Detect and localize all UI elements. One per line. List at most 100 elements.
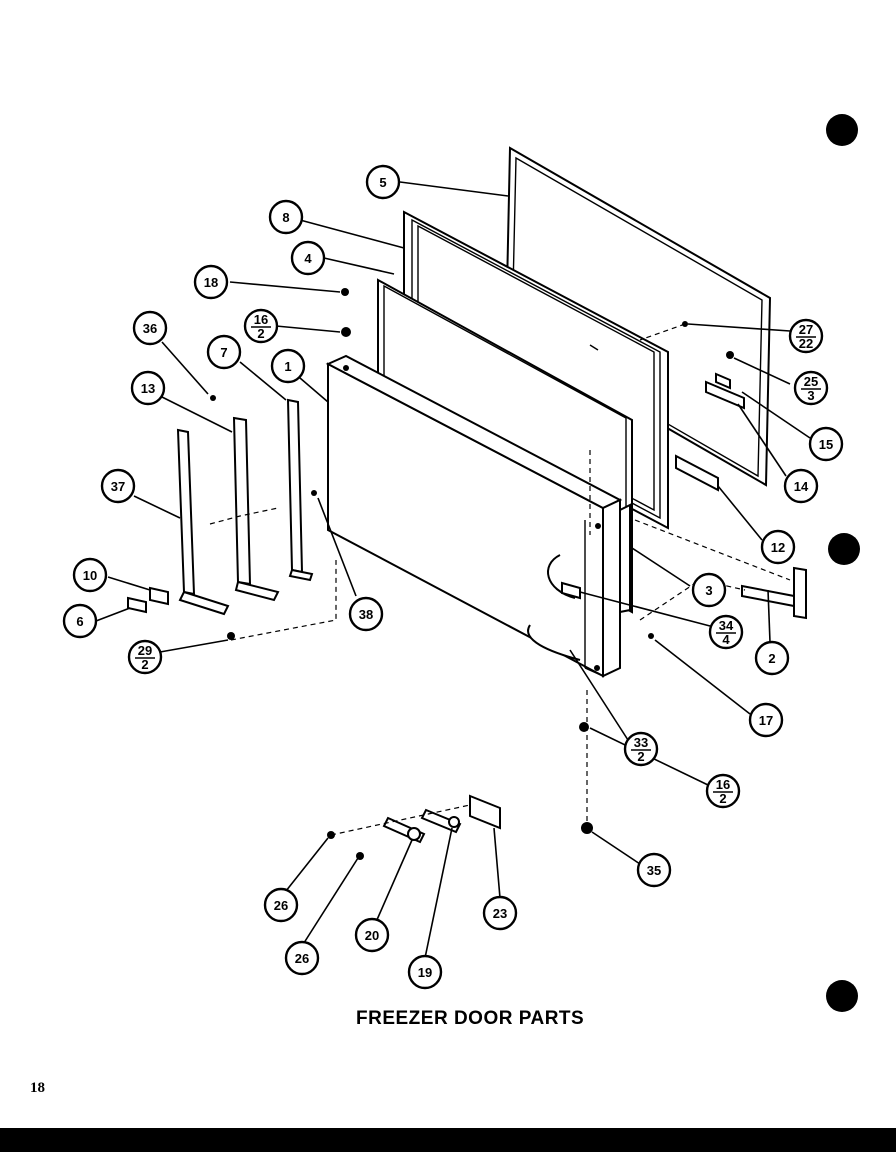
callout-number: 18 bbox=[204, 275, 218, 290]
callout-circle bbox=[783, 468, 819, 504]
callout-circle bbox=[748, 702, 784, 738]
callout-15: 15 bbox=[808, 426, 844, 462]
callout-34-4: 344 bbox=[708, 614, 744, 650]
callout-8: 8 bbox=[268, 199, 304, 235]
callout-7: 7 bbox=[206, 334, 242, 370]
callout-number: 13 bbox=[141, 381, 155, 396]
callout-20: 20 bbox=[354, 917, 390, 953]
leader-lines bbox=[95, 181, 811, 959]
page-number: 18 bbox=[30, 1080, 45, 1096]
callout-circle bbox=[284, 940, 320, 976]
callout-number: 36 bbox=[143, 321, 157, 336]
callout-circle bbox=[62, 603, 98, 639]
callout-circle bbox=[754, 640, 790, 676]
callout-circle bbox=[793, 370, 829, 406]
callout-number: 19 bbox=[418, 965, 432, 980]
callout-circle bbox=[130, 370, 166, 406]
callout-number: 17 bbox=[759, 713, 773, 728]
part-insert-6 bbox=[127, 596, 147, 614]
callout-circle bbox=[206, 334, 242, 370]
callout-circle bbox=[760, 529, 796, 565]
callout-25-3: 253 bbox=[793, 370, 829, 406]
callout-circle bbox=[132, 310, 168, 346]
callout-circle bbox=[407, 954, 443, 990]
callout-number: 26 bbox=[295, 951, 309, 966]
callout-number: 37 bbox=[111, 479, 125, 494]
callout-14: 14 bbox=[783, 468, 819, 504]
callout-number-bottom: 2 bbox=[719, 791, 726, 806]
callout-6: 6 bbox=[62, 603, 98, 639]
callout-number-top: 29 bbox=[138, 643, 152, 658]
callout-number-top: 33 bbox=[634, 735, 648, 750]
callout-26: 26 bbox=[284, 940, 320, 976]
binder-hole-top bbox=[826, 114, 858, 146]
callout-37: 37 bbox=[100, 468, 136, 504]
callout-number: 12 bbox=[771, 540, 785, 555]
callout-number: 4 bbox=[304, 251, 312, 266]
callout-19: 19 bbox=[407, 954, 443, 990]
part-side-bracket bbox=[619, 503, 631, 614]
callout-circle bbox=[270, 348, 306, 384]
callout-23: 23 bbox=[482, 895, 518, 931]
callout-number-top: 25 bbox=[804, 374, 818, 389]
callout-number-bottom: 2 bbox=[141, 657, 148, 672]
part-side-strap-37 bbox=[176, 428, 230, 616]
callout-3: 3 bbox=[691, 572, 727, 608]
callout-circle bbox=[127, 639, 163, 675]
part-lower-hinge-bracket bbox=[741, 566, 807, 620]
callout-number-top: 27 bbox=[799, 322, 813, 337]
callout-circle bbox=[193, 264, 229, 300]
callout-38: 38 bbox=[348, 596, 384, 632]
callout-circle bbox=[290, 240, 326, 276]
binder-hole-bottom bbox=[826, 980, 858, 1012]
part-side-strap-13 bbox=[232, 416, 280, 602]
callout-number-bottom: 22 bbox=[799, 336, 813, 351]
binder-hole-middle bbox=[828, 533, 860, 565]
callout-bubbles: 5841816236711337106292382722253151412334… bbox=[62, 164, 844, 990]
page-title: FREEZER DOOR PARTS bbox=[356, 1008, 585, 1029]
callout-number: 38 bbox=[359, 607, 373, 622]
callout-number-top: 16 bbox=[716, 777, 730, 792]
callout-number: 5 bbox=[379, 175, 386, 190]
callout-circle bbox=[100, 468, 136, 504]
callout-number: 23 bbox=[493, 906, 507, 921]
callout-number: 20 bbox=[365, 928, 379, 943]
callout-number: 3 bbox=[705, 583, 712, 598]
callout-circle bbox=[788, 318, 824, 354]
part-handle bbox=[527, 554, 581, 661]
callout-circle bbox=[348, 596, 384, 632]
callout-circle bbox=[268, 199, 304, 235]
callout-number: 6 bbox=[76, 614, 83, 629]
callout-16-2: 162 bbox=[243, 308, 279, 344]
callout-5: 5 bbox=[365, 164, 401, 200]
callout-number: 7 bbox=[220, 345, 227, 360]
scan-edge bbox=[0, 1128, 896, 1152]
callout-number-bottom: 2 bbox=[257, 326, 264, 341]
callout-number-bottom: 4 bbox=[722, 632, 730, 647]
callout-12: 12 bbox=[760, 529, 796, 565]
callout-circle bbox=[263, 887, 299, 923]
callout-circle bbox=[636, 852, 672, 888]
callout-36: 36 bbox=[132, 310, 168, 346]
callout-1: 1 bbox=[270, 348, 306, 384]
callout-13: 13 bbox=[130, 370, 166, 406]
callout-number-bottom: 3 bbox=[807, 388, 814, 403]
callout-16-2: 162 bbox=[705, 773, 741, 809]
callout-2: 2 bbox=[754, 640, 790, 676]
part-side-strap-7 bbox=[286, 398, 314, 582]
part-bottom-hinge bbox=[382, 794, 501, 844]
callout-circle bbox=[243, 308, 279, 344]
callout-33-2: 332 bbox=[623, 731, 659, 767]
callout-number-bottom: 2 bbox=[637, 749, 644, 764]
callout-26: 26 bbox=[263, 887, 299, 923]
callout-circle bbox=[72, 557, 108, 593]
callout-circle bbox=[708, 614, 744, 650]
callout-circle bbox=[691, 572, 727, 608]
part-door-panel bbox=[325, 354, 623, 678]
callout-4: 4 bbox=[290, 240, 326, 276]
part-clip-10 bbox=[149, 586, 169, 606]
callout-number: 15 bbox=[819, 437, 833, 452]
callout-number-top: 16 bbox=[254, 312, 268, 327]
part-bottom-rail bbox=[675, 454, 719, 492]
